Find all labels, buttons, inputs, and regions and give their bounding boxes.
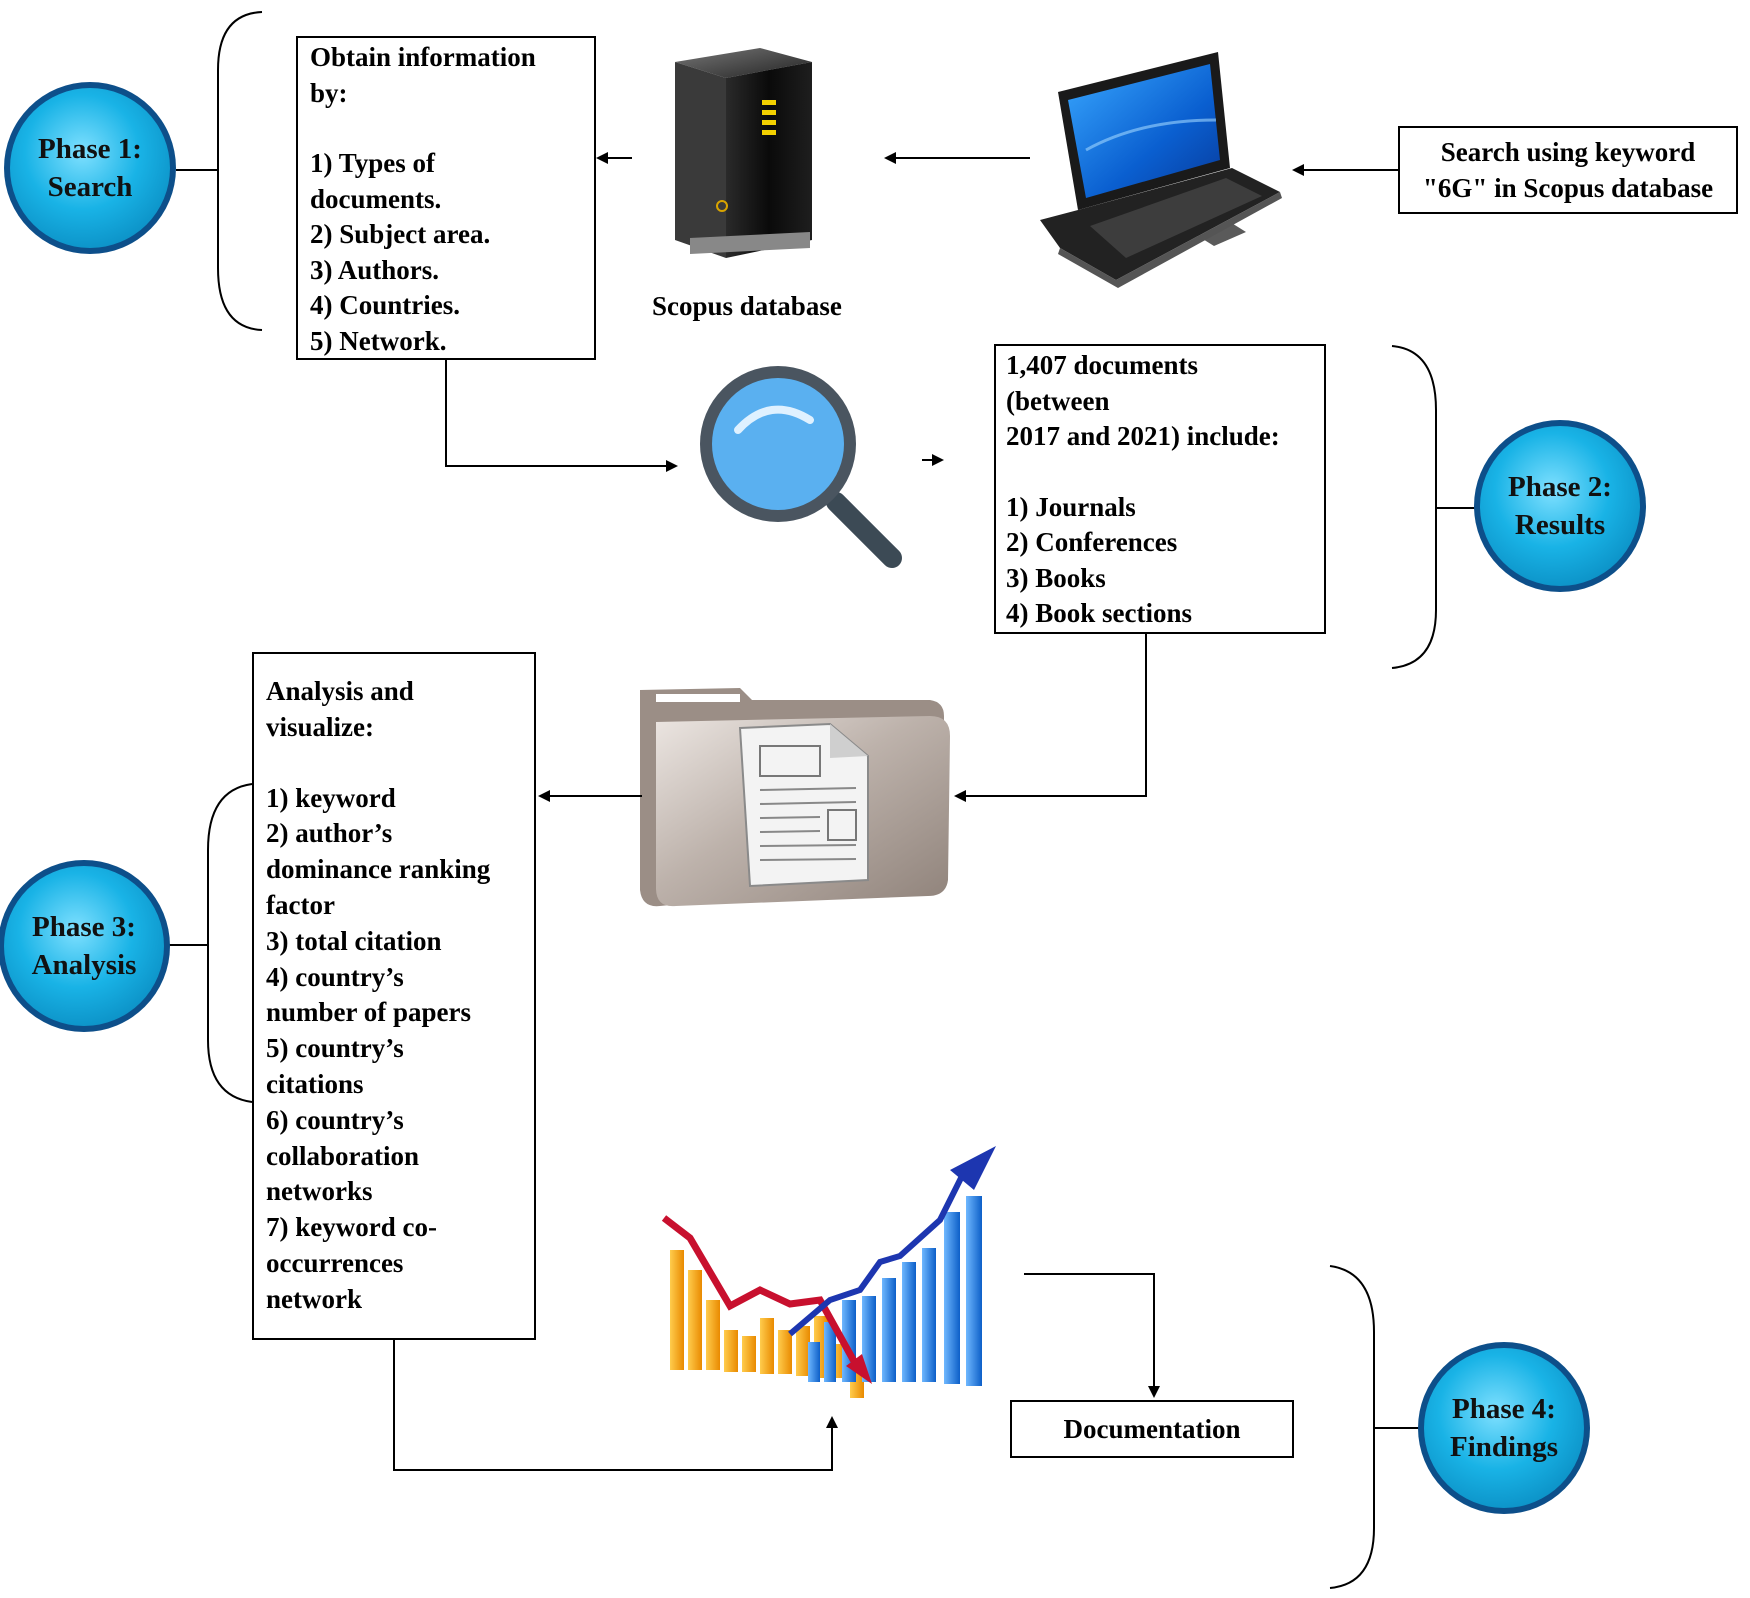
arrow-chart-to-documentation xyxy=(1024,1273,1160,1398)
phase-3-circle xyxy=(0,860,170,1032)
brace-phase-2 xyxy=(1391,345,1437,669)
analysis-item: 5) country’s xyxy=(266,1033,404,1064)
growth-chart-icon xyxy=(661,1146,996,1398)
analysis-item: citations xyxy=(266,1068,364,1099)
results-item: 3) Books xyxy=(1006,562,1106,593)
laptop-icon xyxy=(1040,52,1282,288)
results-item: 1) Journals xyxy=(1006,491,1136,522)
phase-1-name: Search xyxy=(47,171,133,203)
results-box-title: 1,407 documents (between 2017 and 2021) … xyxy=(1006,350,1280,451)
scopus-database-label: Scopus database xyxy=(652,291,842,321)
search-box-line-1: Search using keyword xyxy=(1440,137,1696,167)
obtain-information-box: Obtain information by: 1) Types of docum… xyxy=(296,36,596,360)
arrow-analysis-to-chart xyxy=(393,1340,838,1471)
obtain-item: documents. xyxy=(310,183,442,214)
analysis-item: 1) keyword xyxy=(266,782,396,813)
phase-4-circle xyxy=(1418,1342,1590,1514)
arrow-obtain-to-magnifier xyxy=(445,358,678,472)
phase-3-title: Phase 3: xyxy=(32,911,136,943)
analysis-item: 3) total citation xyxy=(266,925,442,956)
phase-2-title: Phase 2: xyxy=(1508,471,1612,503)
analysis-item: networks xyxy=(266,1176,373,1207)
obtain-item: 2) Subject area. xyxy=(310,219,491,249)
analysis-item: 2) author’s xyxy=(266,818,393,849)
phase-1-label: Phase 1: Search xyxy=(10,130,170,206)
analysis-box-title: Analysis and visualize: xyxy=(266,676,414,742)
phase-2-circle xyxy=(1474,420,1646,592)
search-box-line-2: "6G" in Scopus database xyxy=(1422,173,1714,203)
analysis-box: Analysis and visualize: 1) keyword 2) au… xyxy=(252,652,536,1340)
phase-2-label: Phase 2: Results xyxy=(1480,468,1640,544)
brace-phase-3 xyxy=(207,783,253,1103)
analysis-item: dominance ranking xyxy=(266,854,491,885)
analysis-item: collaboration xyxy=(266,1140,419,1171)
folder-icon xyxy=(640,688,950,907)
search-keyword-box: Search using keyword "6G" in Scopus data… xyxy=(1398,126,1738,214)
magnifier-icon xyxy=(700,366,902,568)
server-icon xyxy=(675,48,812,258)
phase-3-label: Phase 3: Analysis xyxy=(4,908,164,984)
analysis-item: factor xyxy=(266,889,335,920)
phase-1-title: Phase 1: xyxy=(38,133,142,165)
brace-phase-1 xyxy=(217,11,263,331)
analysis-item: 7) keyword co- xyxy=(266,1212,437,1243)
phase-4-title: Phase 4: xyxy=(1452,1393,1556,1425)
analysis-item: occurrences xyxy=(266,1247,404,1278)
analysis-item: 4) country’s xyxy=(266,961,404,992)
arrow-results-to-folder xyxy=(954,634,1147,802)
analysis-item: network xyxy=(266,1283,362,1314)
phase-2-name: Results xyxy=(1514,509,1606,541)
phase-4-label: Phase 4: Findings xyxy=(1424,1390,1584,1466)
obtain-item: 4) Countries. xyxy=(310,290,460,320)
analysis-item: 6) country’s xyxy=(266,1104,404,1135)
phase-1-circle xyxy=(4,82,176,254)
obtain-item: 1) Types of xyxy=(310,148,436,178)
analysis-item: number of papers xyxy=(266,997,472,1028)
brace-phase-4 xyxy=(1329,1265,1375,1589)
obtain-box-title: Obtain information by: xyxy=(310,42,536,108)
obtain-item: 3) Authors. xyxy=(310,254,440,285)
results-box: 1,407 documents (between 2017 and 2021) … xyxy=(994,344,1326,634)
results-item: 2) Conferences xyxy=(1006,527,1178,557)
obtain-item: 5) Network. xyxy=(310,325,447,356)
results-item: 4) Book sections xyxy=(1006,598,1193,628)
phase-3-name: Analysis xyxy=(31,949,137,981)
phase-4-name: Findings xyxy=(1450,1431,1558,1463)
documentation-label: Documentation xyxy=(1063,1414,1241,1444)
documentation-box: Documentation xyxy=(1010,1400,1294,1458)
